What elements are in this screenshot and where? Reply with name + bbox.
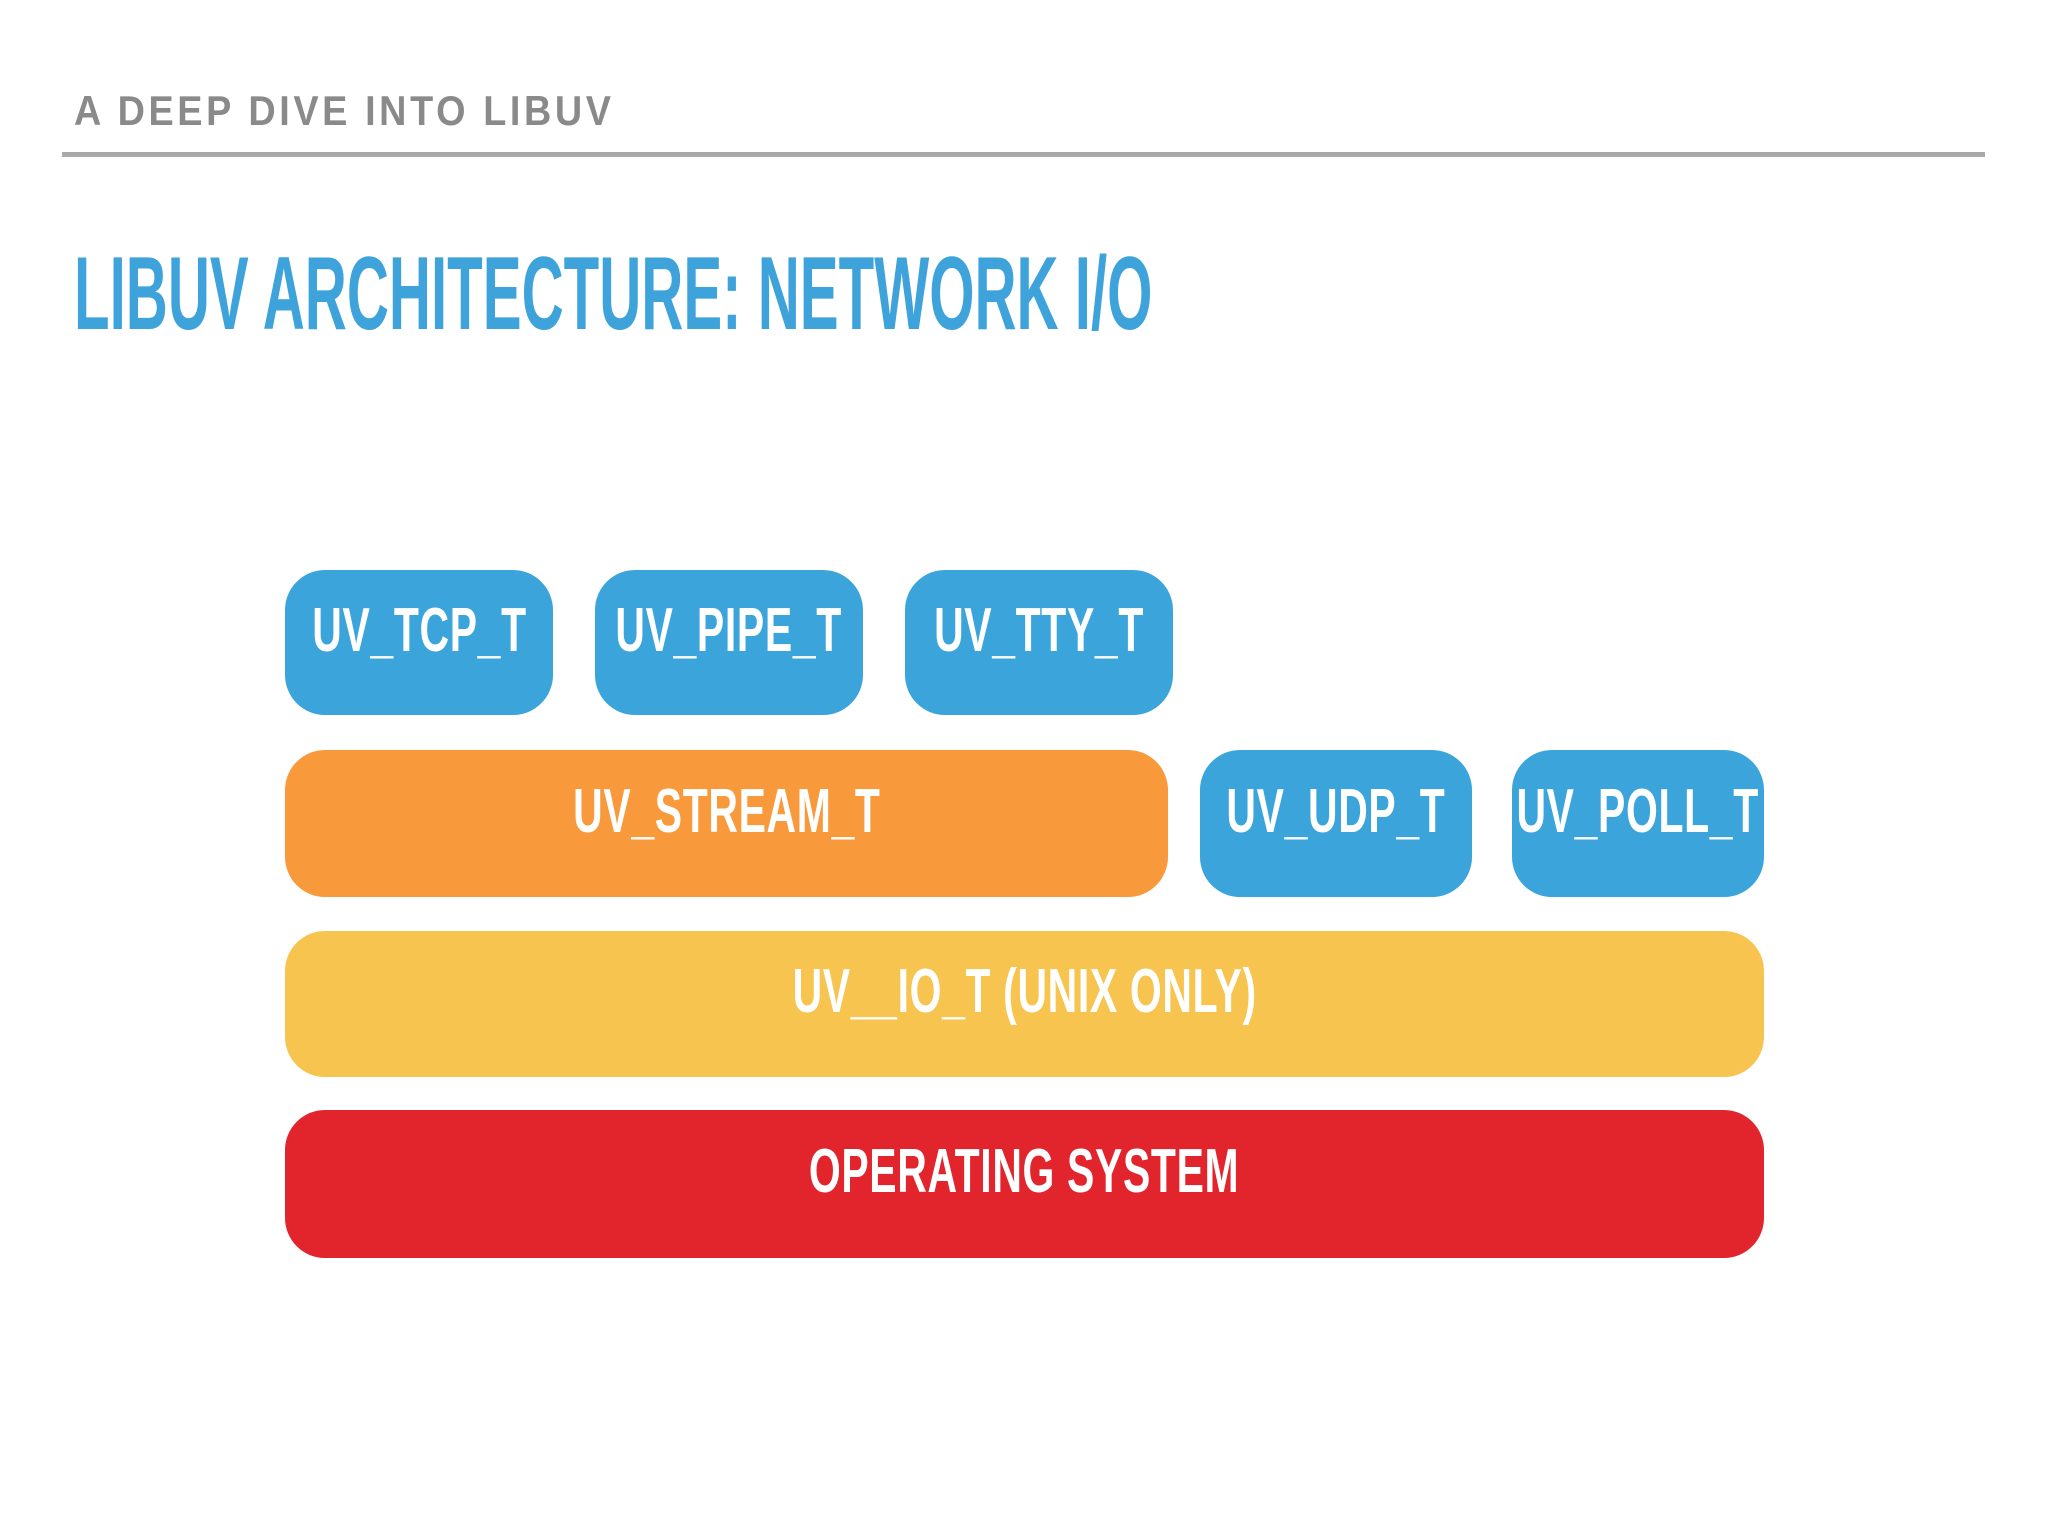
box-uv-tty-t-label: UV_TTY_T: [934, 595, 1144, 665]
box-uv-poll-t: UV_POLL_T: [1512, 750, 1764, 897]
box-uv-pipe-t-label: UV_PIPE_T: [615, 595, 843, 665]
box-uv-io-t-unix-only: UV__IO_T (UNIX ONLY): [285, 931, 1764, 1077]
box-uv-tcp-t-label: UV_TCP_T: [311, 595, 527, 665]
page-title: LIBUV ARCHITECTURE: NETWORK I/O: [74, 236, 2000, 352]
header-divider: [62, 152, 1985, 157]
slide-kicker: A DEEP DIVE INTO LIBUV: [74, 87, 615, 134]
box-uv-tcp-t: UV_TCP_T: [285, 570, 553, 715]
box-uv-udp-t-label: UV_UDP_T: [1226, 776, 1446, 846]
box-operating-system-label: OPERATING SYSTEM: [809, 1137, 1240, 1206]
box-uv-udp-t: UV_UDP_T: [1200, 750, 1472, 897]
box-uv-poll-t-label: UV_POLL_T: [1516, 776, 1760, 846]
box-uv-pipe-t: UV_PIPE_T: [595, 570, 863, 715]
page-title-text: LIBUV ARCHITECTURE: NETWORK I/O: [74, 236, 1153, 352]
box-operating-system: OPERATING SYSTEM: [285, 1110, 1764, 1258]
box-uv-tty-t: UV_TTY_T: [905, 570, 1173, 715]
box-uv-stream-t: UV_STREAM_T: [285, 750, 1168, 897]
box-uv-io-t-label: UV__IO_T (UNIX ONLY): [792, 957, 1257, 1026]
box-uv-stream-t-label: UV_STREAM_T: [572, 776, 881, 846]
